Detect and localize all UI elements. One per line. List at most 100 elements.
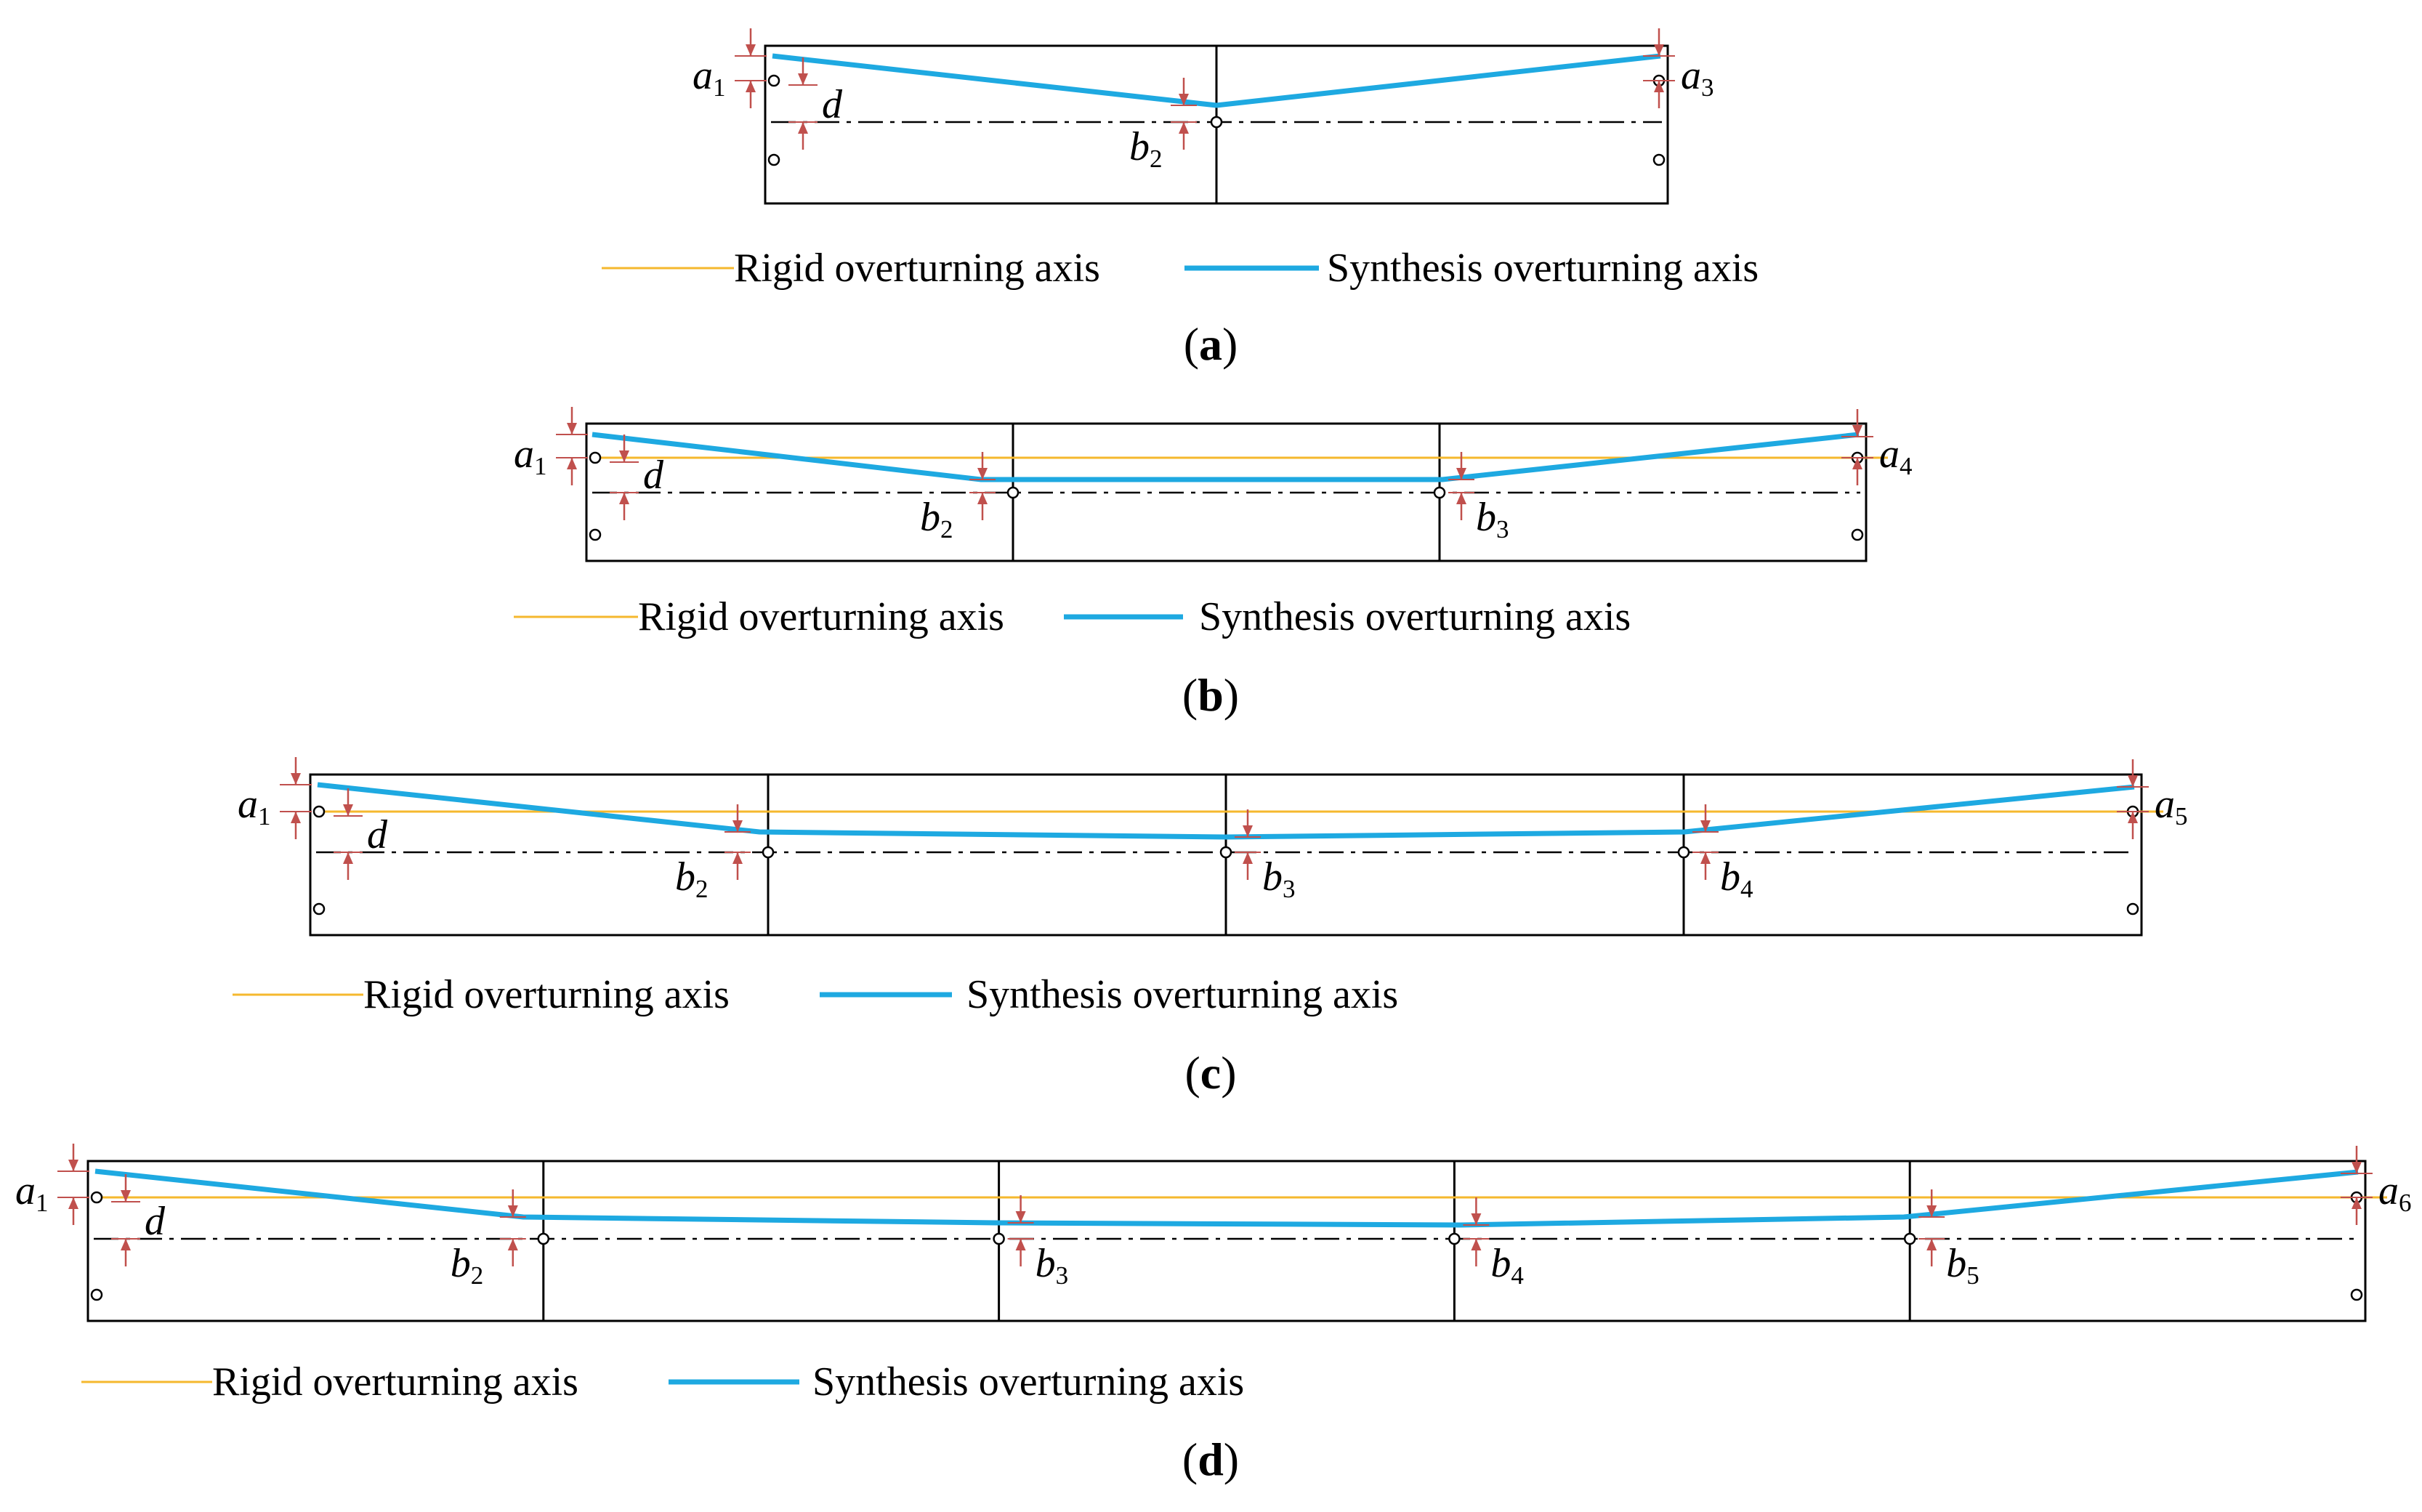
pin-bottom-right [1851,528,1864,541]
pin-bottom-left [589,528,602,541]
dimension-arrowhead [746,81,756,92]
label-a-right: a6 [2378,1168,2412,1217]
pin-bottom-right [2126,902,2139,915]
dimension-arrowhead [567,458,577,469]
caption-paren: ( [1184,1047,1200,1099]
caption-paren: ( [1184,318,1199,370]
pin-top-left [90,1191,103,1204]
dimension-arrowhead [2128,812,2138,823]
label-d: d [145,1199,166,1244]
label-d: d [822,82,843,127]
pin-divider [1433,486,1446,499]
label-subscript: 6 [2399,1189,2412,1217]
pin-bottom-left [90,1288,103,1301]
dimension-arrowhead [1471,1239,1482,1250]
panel-caption: (b) [1182,669,1239,721]
dimension-arrowhead [732,852,743,864]
frame-outline [86,1160,2367,1322]
dimension-arrowhead [798,122,808,134]
dimension-arrowhead [1456,468,1466,480]
pin-divider [1006,486,1020,499]
panel-caption: (c) [1184,1047,1236,1099]
dimension-arrowhead [1015,1211,1026,1223]
label-a-right: a4 [1879,432,1913,480]
label-subscript: 3 [1283,875,1296,903]
pin-divider [1448,1232,1461,1245]
dimension-arrowhead [507,1239,518,1250]
dimension-arrowhead [798,73,808,85]
dimension-arrowhead [2352,1162,2362,1173]
label-b-3: b3 [1476,495,1509,543]
dimension-arrowhead [343,852,353,864]
label-subscript: 2 [695,875,709,903]
label-subscript: 4 [1511,1261,1524,1290]
pin-top-left [767,74,780,87]
label-subscript: 3 [1496,515,1509,543]
dimension-arrowhead [1700,820,1711,832]
caption-letter: a [1199,318,1222,370]
label-subscript: 1 [258,802,271,830]
dimension-arrowhead [1926,1239,1937,1250]
panel-caption: (a) [1184,318,1238,370]
dimension-arrowhead [1243,825,1253,837]
label-subscript: 3 [1056,1261,1069,1290]
dimension-arrowhead [507,1205,518,1217]
dimension-arrowhead [68,1197,78,1209]
caption-letter: c [1200,1047,1221,1099]
label-b-2: b2 [920,495,953,543]
pin-top-left [589,451,602,464]
dimension-arrowhead [1654,81,1664,92]
dimension-arrowhead [2128,775,2138,787]
pin-divider [1903,1232,1916,1245]
dimension-arrowhead [1179,122,1189,134]
legend-synthesis-label: Synthesis overturning axis [966,972,1398,1017]
label-a-right: a5 [2155,782,2188,830]
dimension-arrowhead [121,1239,131,1250]
synthesis-axis-line [772,53,1661,108]
caption-paren: ( [1182,669,1198,721]
pin-bottom-right [2350,1288,2363,1301]
pin-divider [993,1232,1005,1245]
label-b-2: b2 [1129,124,1163,173]
synthesis-axis-line [592,432,1860,482]
dimension-arrowhead [567,423,577,434]
label-subscript: 4 [1900,452,1913,480]
label-b-4: b4 [1490,1241,1524,1290]
dimension-arrowhead [1852,458,1862,469]
dimension-arrowhead [68,1160,78,1171]
pin-bottom-left [767,153,780,166]
label-a-left: a1 [15,1168,49,1217]
dimension-arrowhead [977,468,988,480]
pin-bottom-left [312,902,326,915]
legend-rigid-label: Rigid overturning axis [638,594,1004,639]
synthesis-axis-line [317,782,2135,840]
dimension-arrowhead [1700,852,1711,864]
dimension-arrowhead [291,812,301,823]
label-subscript: 2 [1150,145,1163,173]
label-b-4: b4 [1720,854,1753,903]
label-b-3: b3 [1036,1241,1069,1290]
label-b-5: b5 [1946,1241,1979,1290]
pin-divider [1210,116,1223,129]
pin-divider [1677,846,1690,859]
dimension-arrowhead [291,773,301,785]
label-d: d [643,453,664,498]
dimension-arrowhead [732,820,743,832]
label-a-left: a1 [238,782,271,830]
pin-divider [1219,846,1232,859]
label-d: d [367,812,388,857]
caption-letter: b [1198,669,1224,721]
pin-bottom-right [1652,153,1666,166]
dimension-arrowhead [1852,425,1862,437]
dimension-arrowhead [619,450,629,462]
label-subscript: 4 [1740,875,1753,903]
legend-synthesis-label: Synthesis overturning axis [1199,594,1631,639]
label-subscript: 5 [2175,802,2188,830]
label-a-left: a1 [514,432,547,480]
